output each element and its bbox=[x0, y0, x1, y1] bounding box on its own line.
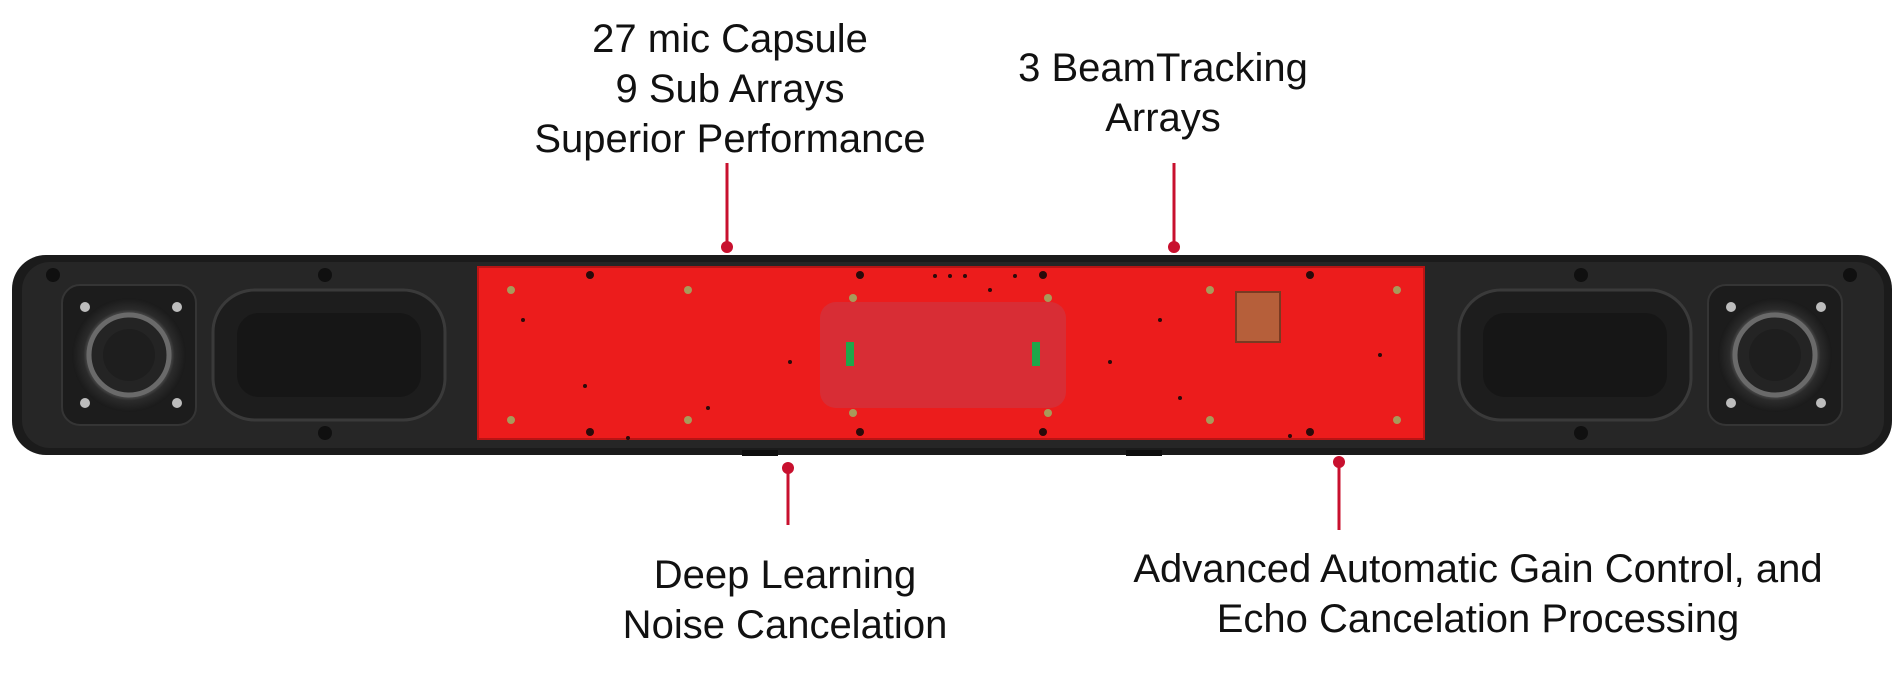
callout-mic-capsule: 27 mic Capsule 9 Sub Arrays Superior Per… bbox=[534, 14, 925, 164]
callout-leader-mic-capsule bbox=[721, 163, 733, 253]
callout-agc-echo: Advanced Automatic Gain Control, and Ech… bbox=[1133, 544, 1822, 644]
callout-leader-beam-tracking bbox=[1168, 163, 1180, 253]
callout-mic-capsule-line-3: Superior Performance bbox=[534, 117, 926, 161]
connector-icon bbox=[1235, 291, 1281, 343]
callout-agc-echo-line-2: Echo Cancelation Processing bbox=[1216, 597, 1740, 641]
left-speaker-module bbox=[46, 268, 447, 440]
callout-leader-agc-echo bbox=[1333, 456, 1345, 530]
callout-agc-echo-line-1: Advanced Automatic Gain Control, and bbox=[1133, 547, 1823, 591]
center-processor-module bbox=[820, 302, 1066, 408]
callout-leader-noise-cancelation bbox=[782, 462, 794, 525]
callout-noise-cancelation-line-2: Noise Cancelation bbox=[622, 603, 948, 647]
mic-array-board bbox=[477, 266, 1425, 456]
callout-beam-tracking-line-1: 3 BeamTracking bbox=[1018, 46, 1308, 90]
callout-beam-tracking: 3 BeamTracking Arrays bbox=[1018, 43, 1308, 143]
callout-noise-cancelation-line-1: Deep Learning bbox=[653, 553, 917, 597]
callout-mic-capsule-line-2: 9 Sub Arrays bbox=[615, 67, 845, 111]
callout-noise-cancelation: Deep Learning Noise Cancelation bbox=[623, 550, 948, 650]
callout-mic-capsule-line-1: 27 mic Capsule bbox=[592, 17, 868, 61]
callout-beam-tracking-line-2: Arrays bbox=[1105, 96, 1221, 140]
right-speaker-module bbox=[1457, 268, 1857, 440]
